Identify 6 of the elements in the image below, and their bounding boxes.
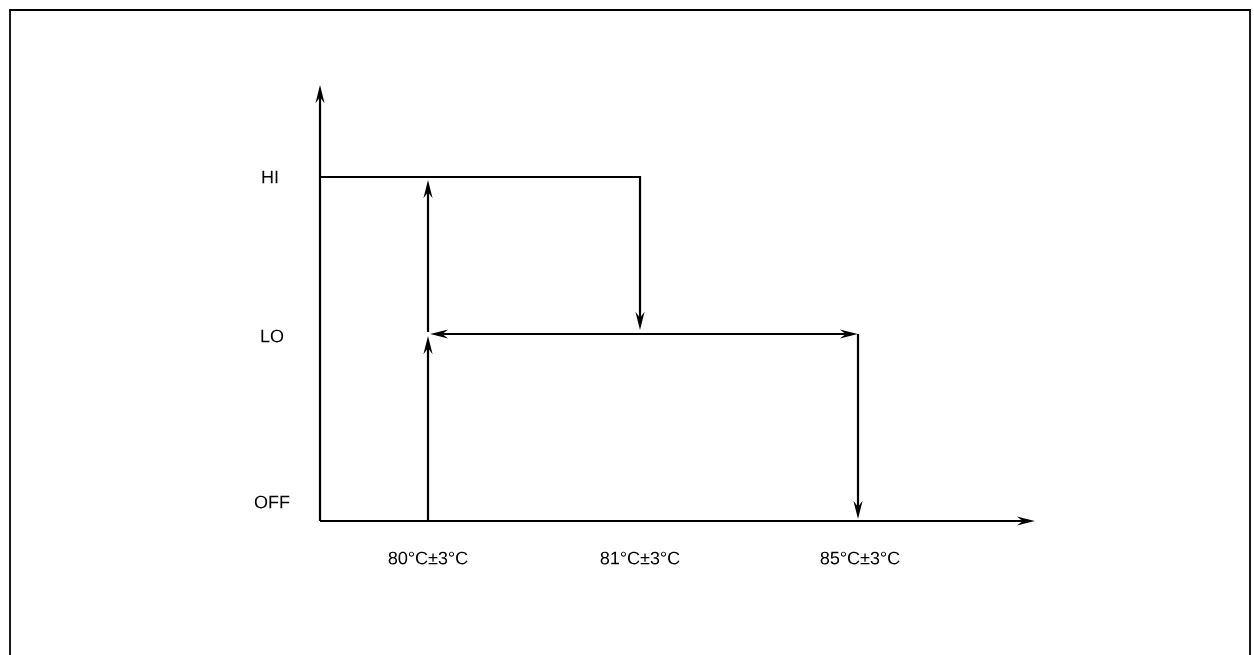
temperature-label: 81°C±3°C (600, 551, 680, 565)
level-label: LO (261, 329, 284, 343)
temperature-label: 85°C±3°C (820, 551, 900, 565)
temperature-label: 80°C±3°C (388, 551, 468, 565)
level-label: OFF (254, 495, 290, 509)
level-label: HI (262, 170, 278, 184)
